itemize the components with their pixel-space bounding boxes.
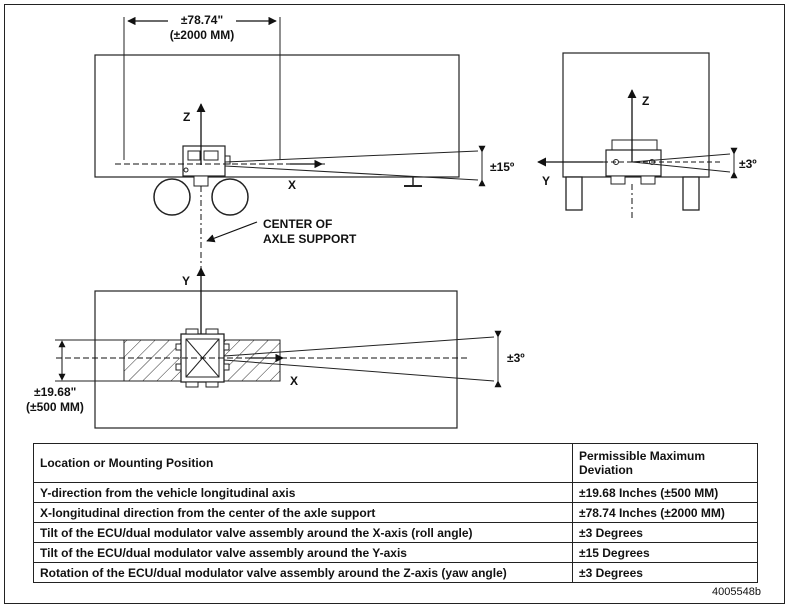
table-row: Rotation of the ECU/dual modulator valve… <box>33 562 758 583</box>
x-range-mm-label: (±2000 MM) <box>170 28 235 42</box>
x-range-label: ±78.74" <box>181 13 223 27</box>
row-deviation: ±3 Degrees <box>572 562 758 583</box>
side-x-label: X <box>288 178 296 192</box>
table-row: X-longitudinal direction from the center… <box>33 502 758 523</box>
side-z-label: Z <box>183 110 190 124</box>
row-deviation: ±3 Degrees <box>572 522 758 543</box>
table-header-row: Location or Mounting Position Permissibl… <box>33 443 758 483</box>
side-wheel-left <box>153 178 191 216</box>
rear-wheel-left <box>565 176 583 211</box>
center-leader-arrow <box>206 221 258 243</box>
figure-id: 4005548b <box>712 586 761 598</box>
rear-ecu <box>605 139 662 185</box>
table-row: Y-direction from the vehicle longitudina… <box>33 482 758 503</box>
top-view <box>55 252 502 429</box>
rear-view <box>537 52 738 220</box>
y-range-label: ±19.68" <box>34 385 76 399</box>
table-row: Tilt of the ECU/dual modulator valve ass… <box>33 542 758 563</box>
tilt-x-label: ±3º <box>739 157 757 171</box>
row-deviation: ±19.68 Inches (±500 MM) <box>572 482 758 503</box>
header-deviation: Permissible Maximum Deviation <box>572 443 758 483</box>
figure-frame <box>4 4 785 604</box>
row-location: Rotation of the ECU/dual modulator valve… <box>33 562 573 583</box>
row-location: Tilt of the ECU/dual modulator valve ass… <box>33 522 573 543</box>
row-location: Y-direction from the vehicle longitudina… <box>33 482 573 503</box>
center-label-line2: AXLE SUPPORT <box>263 232 357 246</box>
side-trailer-body <box>94 54 460 178</box>
rear-wheel-right <box>682 176 700 211</box>
rear-y-label: Y <box>542 174 550 188</box>
side-wheel-right <box>211 178 249 216</box>
deviation-table: Location or Mounting Position Permissibl… <box>33 443 758 583</box>
row-deviation: ±15 Degrees <box>572 542 758 563</box>
center-label-line1: CENTER OF <box>263 217 332 231</box>
side-view <box>94 16 486 250</box>
table-row: Tilt of the ECU/dual modulator valve ass… <box>33 522 758 543</box>
row-deviation: ±78.74 Inches (±2000 MM) <box>572 502 758 523</box>
top-trailer-body <box>94 290 458 429</box>
y-range-mm-label: (±500 MM) <box>26 400 84 414</box>
yaw-label: ±3º <box>507 351 525 365</box>
row-location: X-longitudinal direction from the center… <box>33 502 573 523</box>
tilt-y-label: ±15º <box>490 160 515 174</box>
rear-z-label: Z <box>642 94 649 108</box>
top-y-label: Y <box>182 274 190 288</box>
header-location: Location or Mounting Position <box>33 443 573 483</box>
row-location: Tilt of the ECU/dual modulator valve ass… <box>33 542 573 563</box>
rear-trailer-body <box>562 52 710 178</box>
top-x-label: X <box>290 374 298 388</box>
